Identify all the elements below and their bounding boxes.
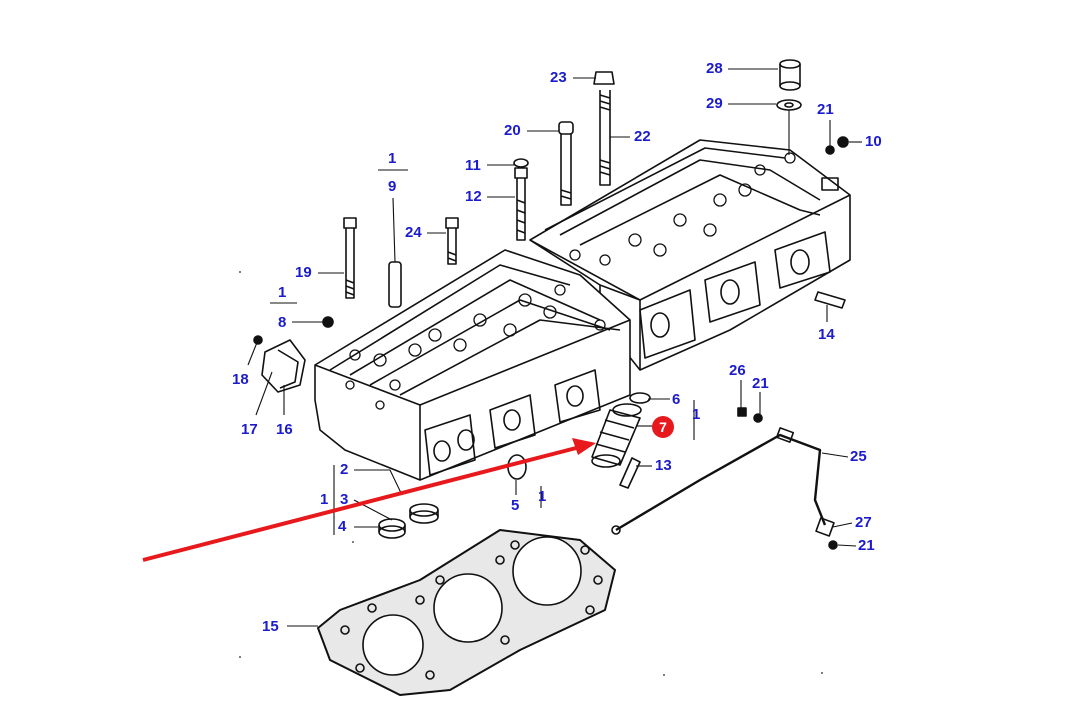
bolt-24 <box>445 217 459 265</box>
bolt-19 <box>343 217 357 299</box>
nut-11 <box>513 158 529 168</box>
callout-22: 22 <box>634 128 651 145</box>
callout-20: 20 <box>504 122 521 139</box>
thermostat-housing <box>253 335 306 393</box>
callout-23: 23 <box>550 69 567 86</box>
dowel-9 <box>388 261 402 308</box>
leader-lines <box>247 68 862 627</box>
oring-6 <box>629 392 651 404</box>
callout-11: 11 <box>465 157 481 174</box>
callout-24: 24 <box>405 224 422 241</box>
callout-5: 5 <box>511 497 520 514</box>
stud-13 <box>619 457 641 489</box>
washer-29 <box>776 99 802 111</box>
injector-sleeve-7 <box>591 403 642 468</box>
exhaust-ports-front <box>424 369 601 476</box>
callout-13: 13 <box>655 457 672 474</box>
callout-6: 6 <box>672 391 681 408</box>
callout-12: 12 <box>465 188 482 205</box>
spacer-28 <box>779 59 801 91</box>
oil-pipe-25 <box>615 433 827 532</box>
plug-8 <box>322 316 334 328</box>
callout-3: 3 <box>340 491 349 508</box>
exhaust-ports-rear <box>639 231 831 359</box>
callout-26: 26 <box>729 362 746 379</box>
callout-21-pipe: 21 <box>752 375 769 392</box>
callout-21: 21 <box>817 101 834 118</box>
callout-25: 25 <box>850 448 867 465</box>
callout-21-bottom: 21 <box>858 537 875 554</box>
callout-19: 19 <box>295 264 312 281</box>
stud-22 <box>599 90 611 186</box>
callout-17: 17 <box>241 421 258 438</box>
callout-1-group-2-4: 1 <box>320 491 329 508</box>
bolt-12 <box>514 167 528 241</box>
nut-23 <box>593 71 615 85</box>
head-bolt-holes <box>345 152 796 410</box>
plug-right <box>821 177 839 191</box>
callout-7-highlighted: 7 <box>652 416 674 438</box>
callout-9: 9 <box>388 178 397 195</box>
callout-28: 28 <box>706 60 723 77</box>
callout-27: 27 <box>855 514 872 531</box>
highlight-arrow <box>142 438 596 562</box>
callout-10: 10 <box>865 133 882 150</box>
pipe-fittings <box>611 407 838 550</box>
stud-14 <box>814 291 846 309</box>
bolt-20 <box>558 121 574 206</box>
callout-15: 15 <box>262 618 279 635</box>
callout-1-group-8: 1 <box>278 284 287 301</box>
scan-specks <box>239 271 823 676</box>
callout-1-group-9: 1 <box>388 150 397 167</box>
callout-18: 18 <box>232 371 249 388</box>
callout-14: 14 <box>818 326 835 343</box>
callout-4: 4 <box>338 518 347 535</box>
callout-1-group-5: 1 <box>538 488 547 505</box>
callout-16: 16 <box>276 421 293 438</box>
callout-2: 2 <box>340 461 349 478</box>
callout-8: 8 <box>278 314 287 331</box>
callout-1-group-6: 1 <box>692 406 701 423</box>
callout-29: 29 <box>706 95 723 112</box>
fitting-10 <box>837 136 849 148</box>
head-gasket-15 <box>317 529 616 696</box>
